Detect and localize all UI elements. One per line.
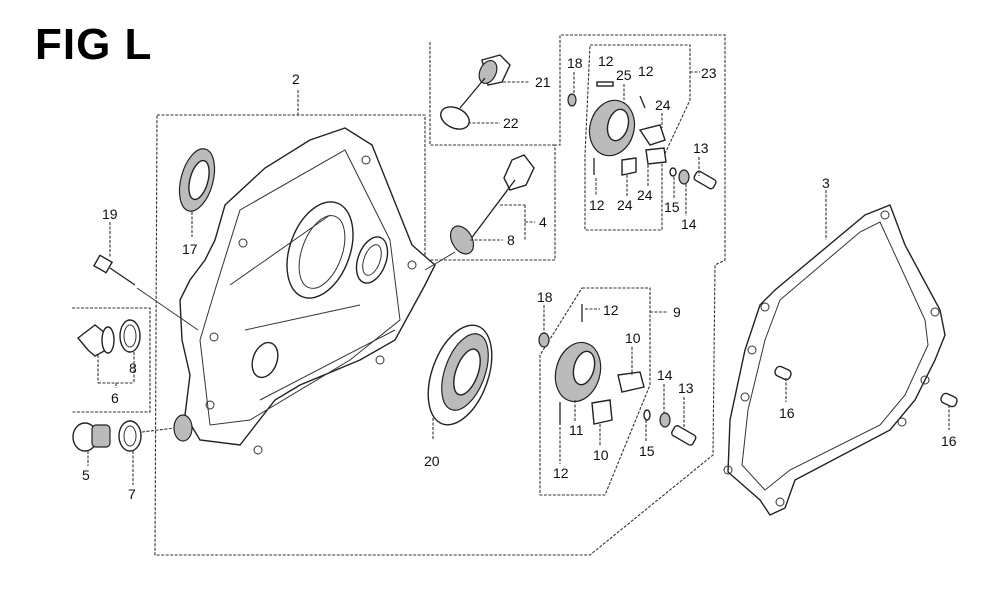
callout-12-a[interactable]: 12 xyxy=(598,53,614,69)
washer-small-upper xyxy=(567,93,577,107)
callout-14-lower[interactable]: 14 xyxy=(657,367,673,383)
callout-6[interactable]: 6 xyxy=(111,390,119,406)
pin-upper-v xyxy=(639,95,646,109)
filler-cap-group xyxy=(72,307,151,413)
callout-7[interactable]: 7 xyxy=(128,486,136,502)
drain-boss xyxy=(173,414,193,442)
callout-12-b[interactable]: 12 xyxy=(638,63,654,79)
dowel-pin-b[interactable] xyxy=(940,392,959,430)
callout-24-a[interactable]: 24 xyxy=(655,97,671,113)
leader-7-to-cover xyxy=(141,427,176,433)
callout-5[interactable]: 5 xyxy=(82,467,90,483)
callout-21[interactable]: 21 xyxy=(535,74,551,90)
callout-11[interactable]: 11 xyxy=(569,422,584,438)
shaft-lower xyxy=(671,425,697,446)
washer-small-lower xyxy=(538,332,550,348)
callout-17[interactable]: 17 xyxy=(182,241,198,257)
callout-13-upper[interactable]: 13 xyxy=(693,140,709,156)
callout-3[interactable]: 3 xyxy=(822,175,830,191)
shaft-upper xyxy=(693,170,717,190)
drain-plug-washer[interactable] xyxy=(118,414,193,485)
figure-title: FIG L xyxy=(35,20,153,69)
washer-upper xyxy=(678,169,690,185)
weight-lower-1 xyxy=(617,371,645,393)
callout-10-upper[interactable]: 10 xyxy=(625,330,641,346)
callout-15-lower[interactable]: 15 xyxy=(639,443,655,459)
crankcase-cover[interactable] xyxy=(179,127,436,455)
callout-16-b[interactable]: 16 xyxy=(941,433,957,449)
drain-plug-bolt[interactable] xyxy=(72,422,111,466)
callout-15-upper[interactable]: 15 xyxy=(664,199,680,215)
governor-upper-group xyxy=(584,44,691,231)
weight-upper-1 xyxy=(638,124,666,146)
leader-19-to-cover xyxy=(136,287,199,331)
callout-18-lower[interactable]: 18 xyxy=(537,289,553,305)
callout-8-filler[interactable]: 8 xyxy=(129,360,137,376)
radial-ball-bearing[interactable] xyxy=(416,317,504,440)
callout-10-lower[interactable]: 10 xyxy=(593,447,609,463)
crankcase-cover-gasket[interactable] xyxy=(723,190,946,516)
pin-upper-h xyxy=(596,81,614,87)
callout-8-gauge[interactable]: 8 xyxy=(507,232,515,248)
clip-lower xyxy=(643,409,651,421)
callout-12-e[interactable]: 12 xyxy=(553,465,569,481)
callout-23[interactable]: 23 xyxy=(701,65,717,81)
callout-labels: 2 3 4 5 6 7 8 8 9 10 10 11 12 12 12 12 1… xyxy=(82,53,957,502)
governor-assembly-upper[interactable] xyxy=(567,72,717,190)
callout-12-d[interactable]: 12 xyxy=(603,302,619,318)
dowel-pin-a[interactable] xyxy=(774,365,793,402)
weight-upper-2 xyxy=(645,147,667,165)
callout-14-upper[interactable]: 14 xyxy=(681,216,697,232)
callout-19[interactable]: 19 xyxy=(102,206,118,222)
callout-2[interactable]: 2 xyxy=(292,71,300,87)
oil-seal[interactable] xyxy=(173,145,220,237)
callout-16-a[interactable]: 16 xyxy=(779,405,795,421)
o-ring-gauge[interactable] xyxy=(424,222,503,271)
callout-20[interactable]: 20 xyxy=(424,453,440,469)
washer-lower xyxy=(659,412,671,428)
callout-18-upper[interactable]: 18 xyxy=(567,55,583,71)
governor-assembly-lower[interactable] xyxy=(538,304,697,446)
oil-filler-cap[interactable] xyxy=(76,324,134,388)
leader-gauge-to-cover xyxy=(424,251,456,271)
crankcase-group-outline xyxy=(154,34,726,556)
callout-22[interactable]: 22 xyxy=(503,115,519,131)
o-ring-switch[interactable] xyxy=(437,103,500,134)
o-ring-filler[interactable] xyxy=(119,319,141,383)
callout-4[interactable]: 4 xyxy=(539,214,547,230)
governor-lower-group xyxy=(539,287,651,496)
callout-24-b[interactable]: 24 xyxy=(617,197,633,213)
callout-13-lower[interactable]: 13 xyxy=(678,380,694,396)
oil-switch-group xyxy=(429,42,555,146)
callout-9[interactable]: 9 xyxy=(673,304,681,320)
callout-25[interactable]: 25 xyxy=(616,67,632,83)
callout-24-c[interactable]: 24 xyxy=(637,187,653,203)
governor-leaders xyxy=(559,84,700,464)
flange-bolt[interactable] xyxy=(92,222,199,331)
oil-level-gauge[interactable] xyxy=(469,154,535,241)
clip-upper xyxy=(669,167,677,177)
oil-level-switch[interactable] xyxy=(459,54,530,109)
weight-lower-2 xyxy=(591,399,613,425)
weight-upper-3 xyxy=(621,157,637,176)
callout-12-c[interactable]: 12 xyxy=(589,197,605,213)
group-boundaries xyxy=(72,34,726,556)
